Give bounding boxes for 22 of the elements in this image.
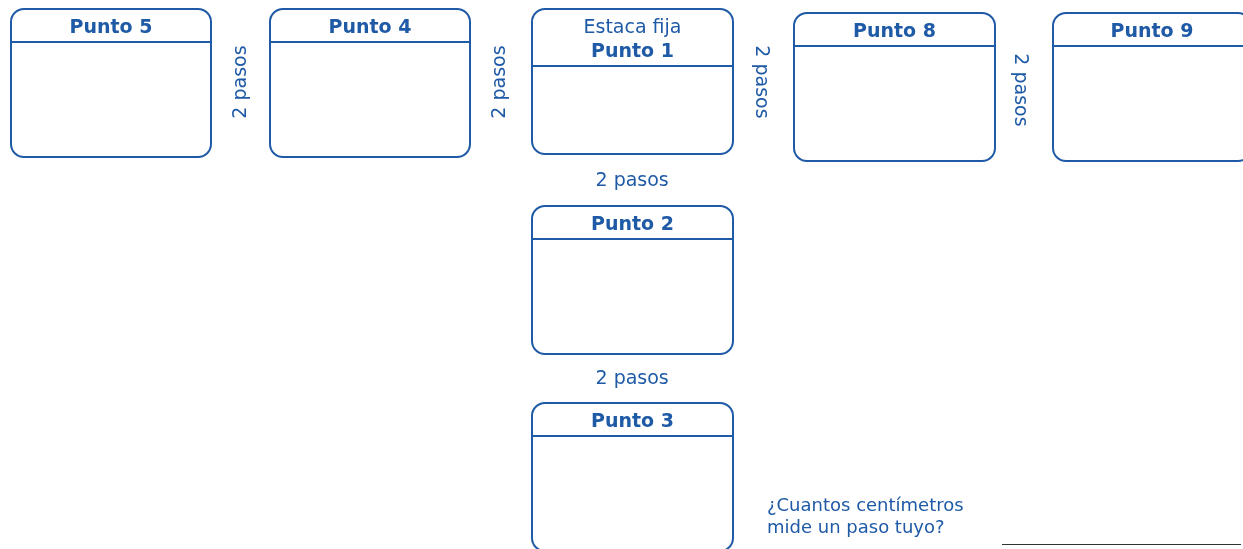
- point-box: [10, 8, 212, 158]
- point-title: Punto 3: [590, 408, 675, 432]
- distance-label: 2 pasos: [486, 45, 509, 119]
- distance-label: 2 pasos: [595, 168, 669, 190]
- question-text: ¿Cuantos centímetros mide un paso tuyo?: [767, 494, 965, 538]
- point-title: Punto 5: [68, 14, 154, 38]
- point-subtitle: Estaca fija: [582, 14, 683, 38]
- point-box: [1052, 12, 1243, 162]
- point-box: [531, 402, 734, 549]
- point-title: Punto 8: [852, 18, 937, 42]
- point-title: Punto 9: [1109, 18, 1195, 42]
- point-box: [531, 8, 734, 155]
- point-title: Punto 2: [590, 211, 675, 235]
- point-box: [793, 12, 996, 162]
- point-title: Punto 1: [590, 38, 675, 62]
- distance-label: 2 pasos: [227, 45, 250, 119]
- point-box: [531, 205, 734, 355]
- point-box: [269, 8, 471, 158]
- distance-label: 2 pasos: [1010, 53, 1033, 127]
- distance-label: 2 pasos: [751, 45, 774, 119]
- point-title: Punto 4: [327, 14, 413, 38]
- distance-label: 2 pasos: [595, 366, 669, 388]
